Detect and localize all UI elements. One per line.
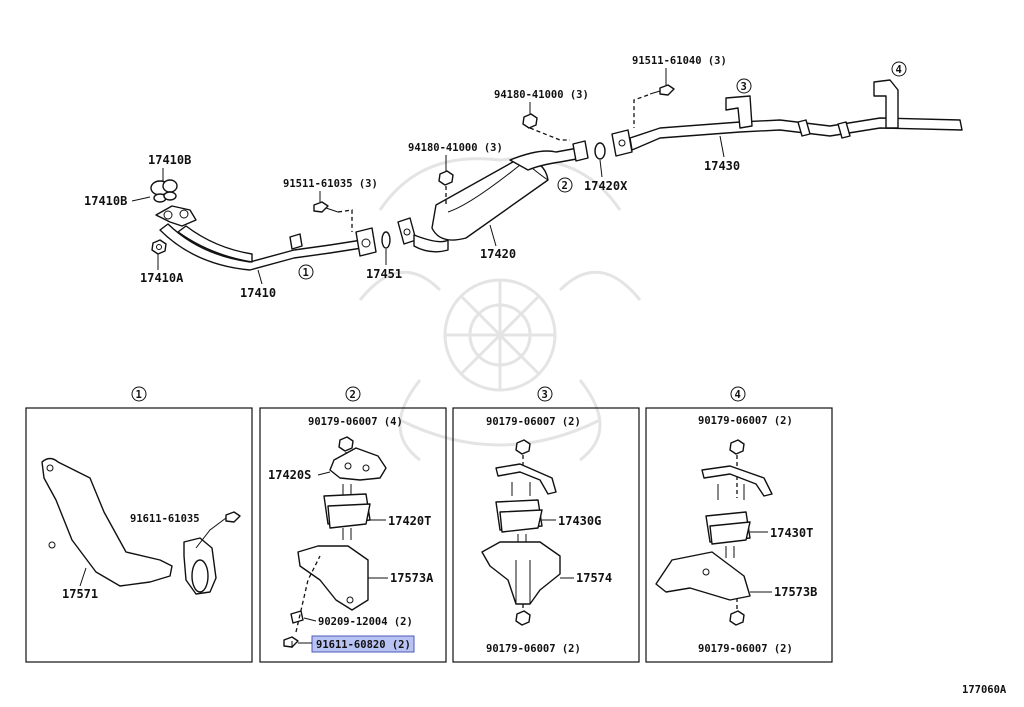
label-17430G: 17430G	[558, 514, 601, 528]
nut-94180-41000-top[interactable]	[522, 113, 570, 141]
muffler-17420[interactable]	[397, 140, 589, 253]
detail-box-4: 4 90179-06007 (2) 17430T 17573B 90179-06…	[645, 386, 833, 663]
label-17430: 17430	[704, 159, 740, 173]
nut-94180-41000-left[interactable]	[438, 170, 454, 205]
svg-text:4: 4	[896, 64, 902, 76]
callout-3[interactable]: 3	[736, 78, 752, 94]
label-17420X: 17420X	[584, 179, 628, 193]
label-17410A: 17410A	[140, 271, 184, 285]
label-17410B-top: 17410B	[148, 153, 191, 167]
detail-box-1: 1 91611-61035 17571	[25, 386, 253, 663]
bracket-17574	[481, 541, 561, 605]
bolt-91611-60820	[283, 636, 299, 648]
svg-text:2: 2	[562, 180, 568, 192]
nut-90179-06007-box3-bottom	[515, 610, 531, 626]
detail-box-1-number: 1	[136, 389, 142, 401]
label-17574: 17574	[576, 571, 612, 585]
label-17451: 17451	[366, 267, 402, 281]
diagram-code: 177060A	[962, 684, 1007, 696]
label-90179-06007-box3-top: 90179-06007 (2)	[486, 416, 581, 428]
label-91611-61035: 91611-61035	[130, 513, 200, 525]
front-pipe-17410[interactable]	[155, 205, 377, 271]
watermark-emblem	[358, 157, 642, 462]
label-17410: 17410	[240, 286, 276, 300]
callout-1[interactable]: 1	[298, 264, 314, 280]
label-17430T: 17430T	[770, 526, 813, 540]
label-90179-06007-box4-top: 90179-06007 (2)	[698, 415, 793, 427]
nut-90179-06007-box2	[338, 436, 354, 452]
spacer-90209-12004	[290, 610, 304, 624]
detail-box-3-number: 3	[542, 389, 548, 401]
label-91511-61035: 91511-61035 (3)	[283, 178, 378, 190]
callout-2[interactable]: 2	[557, 177, 573, 193]
bracket-17573A	[297, 545, 369, 611]
tail-pipe-17430[interactable]	[611, 79, 963, 157]
nut-17410A[interactable]	[151, 239, 167, 255]
svg-text:3: 3	[741, 81, 747, 93]
detail-box-2-number: 2	[350, 389, 356, 401]
label-17420S: 17420S	[268, 468, 311, 482]
svg-text:1: 1	[303, 267, 309, 279]
detail-box-2: 2 90179-06007 (4) 17420S 17420T 17573A 9…	[259, 386, 447, 663]
gasket-17420X[interactable]	[594, 142, 606, 160]
bracket-17571	[41, 457, 173, 587]
label-17573B: 17573B	[774, 585, 817, 599]
label-94180-41000-top: 94180-41000 (3)	[494, 89, 589, 101]
gasket-17451[interactable]	[381, 231, 391, 249]
detail-box-3: 3 90179-06007 (2) 17430G 17574 90179-060…	[452, 386, 640, 663]
label-17571: 17571	[62, 587, 98, 601]
bolt-91511-61035[interactable]	[313, 201, 353, 232]
label-17410B-left: 17410B	[84, 194, 127, 208]
label-17420: 17420	[480, 247, 516, 261]
label-17420T: 17420T	[388, 514, 431, 528]
highlight-91611-60820[interactable]	[311, 635, 415, 653]
bracket-17573B	[655, 551, 751, 601]
nut-90179-06007-box4-top	[729, 439, 745, 455]
label-90209-12004: 90209-12004 (2)	[318, 616, 413, 628]
nut-90179-06007-box4-bottom	[729, 610, 745, 626]
label-90179-06007-box2: 90179-06007 (4)	[308, 416, 403, 428]
label-90179-06007-box3-bottom: 90179-06007 (2)	[486, 643, 581, 655]
label-90179-06007-box4-bottom: 90179-06007 (2)	[698, 643, 793, 655]
hanger-17420S	[329, 447, 387, 481]
bolt-91511-61040[interactable]	[633, 84, 675, 128]
gasket-17410B[interactable]	[150, 179, 178, 203]
nut-90179-06007-box3-top	[515, 439, 531, 455]
label-91611-60820[interactable]: 91611-60820 (2)	[316, 639, 411, 651]
label-94180-41000-left: 94180-41000 (3)	[408, 142, 503, 154]
label-17573A: 17573A	[390, 571, 434, 585]
detail-box-4-number: 4	[735, 389, 741, 401]
bolt-91611-61035	[225, 511, 241, 523]
callout-4[interactable]: 4	[891, 61, 907, 77]
label-91511-61040: 91511-61040 (3)	[632, 55, 727, 67]
